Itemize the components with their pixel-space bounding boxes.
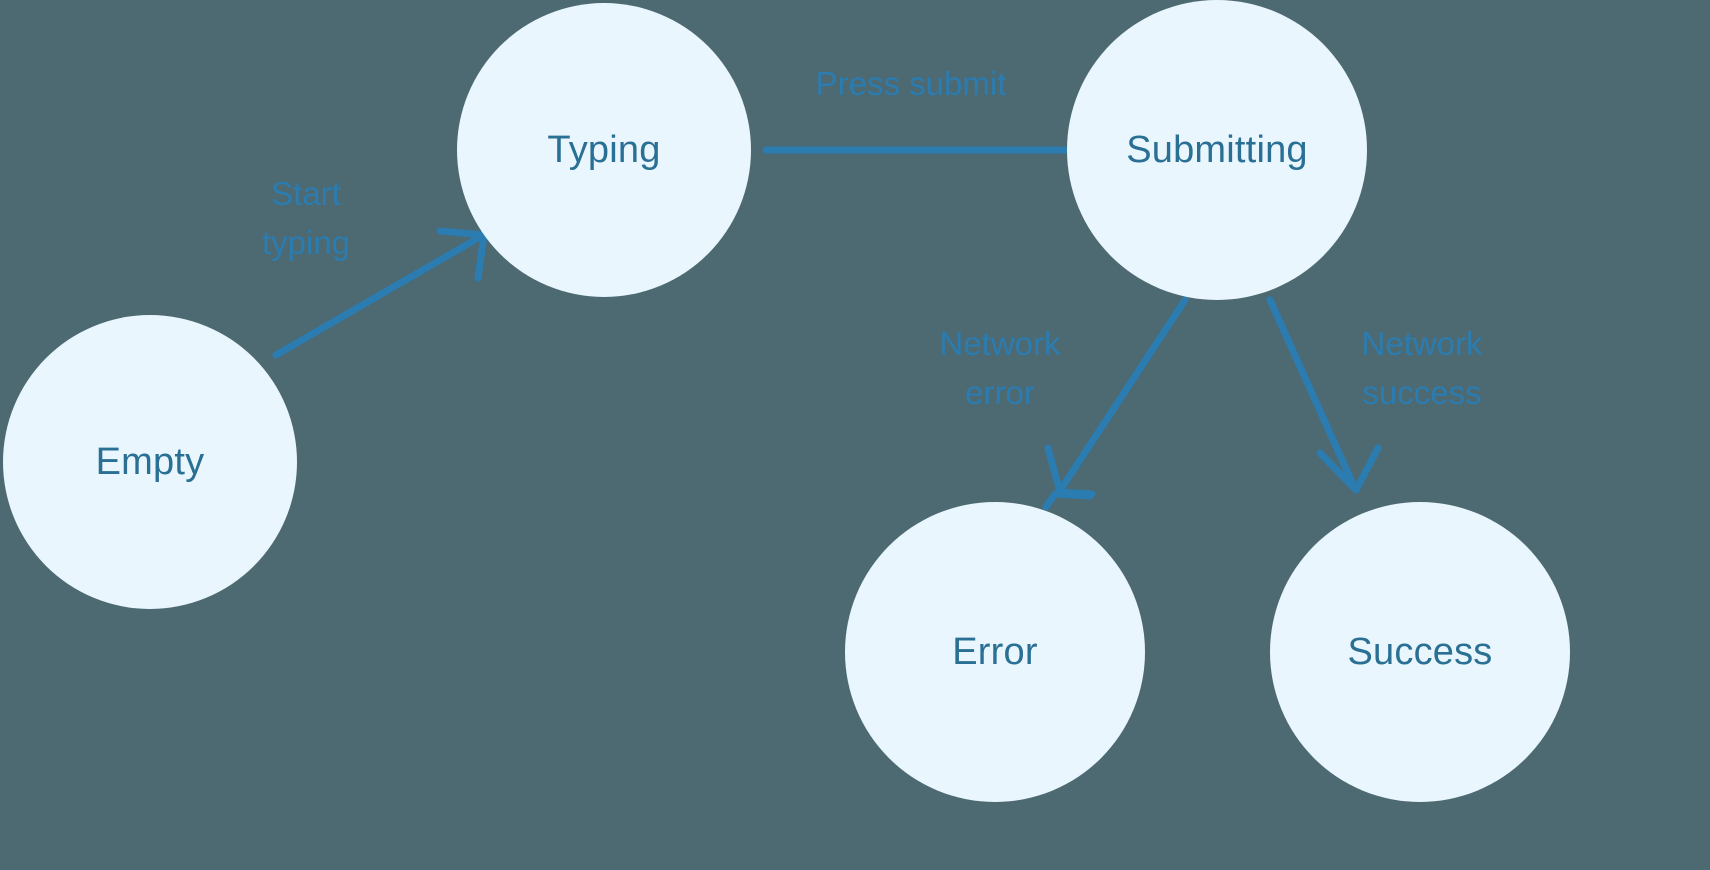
state-node-label-typing: Typing: [547, 129, 661, 171]
state-node-success[interactable]: Success: [1270, 502, 1570, 802]
edge-submitting-to-success: [1266, 296, 1382, 494]
state-node-label-success: Success: [1347, 631, 1493, 673]
arrowhead-submitting-to-error-b: [1044, 444, 1096, 498]
state-node-submitting[interactable]: Submitting: [1067, 0, 1367, 300]
state-node-label-error: Error: [952, 631, 1038, 673]
edge-label-network-error: Network error: [939, 325, 1061, 411]
edge-label-network-success: Network success: [1361, 325, 1483, 411]
edge-line-empty-to-typing: [272, 233, 484, 359]
state-node-error[interactable]: Error: [845, 502, 1145, 802]
state-node-label-submitting: Submitting: [1126, 129, 1308, 171]
edge-label-start-typing: Start typing: [261, 175, 351, 261]
arrowhead-submitting-to-success: [1316, 444, 1382, 494]
edge-line-submitting-to-error: [1059, 296, 1189, 490]
edge-label-press-submit: Press submit: [815, 65, 1007, 102]
edge-line-submitting-to-success: [1266, 296, 1356, 486]
state-node-empty[interactable]: Empty: [3, 315, 297, 609]
state-node-label-empty: Empty: [95, 441, 205, 483]
state-node-typing[interactable]: Typing: [457, 3, 751, 297]
edge-submitting-to-error: [1042, 296, 1189, 511]
